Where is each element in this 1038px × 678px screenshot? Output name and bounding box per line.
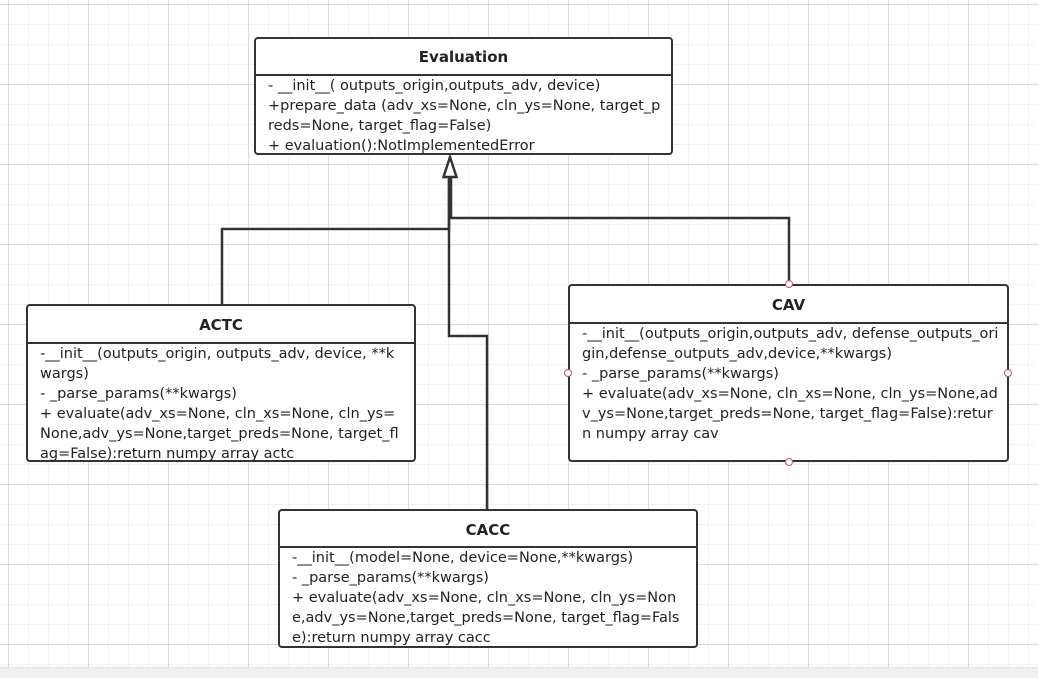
member-init: - __init__( outputs_origin,outputs_adv, … [268,78,601,94]
class-name-actc: ACTC [28,306,414,344]
canvas-bottom-bar [0,667,1038,678]
class-cacc[interactable]: CACC -__init__(model=None, device=None,*… [278,509,698,648]
member-evaluate: + evaluate(adv_xs=None, cln_xs=None, cln… [582,386,998,442]
class-members-cacc: -__init__(model=None, device=None,**kwar… [280,548,696,648]
class-members-cav: -__init__(outputs_origin,outputs_adv, de… [570,324,1007,444]
member-evaluate: + evaluate(adv_xs=None, cln_xs=None, cln… [292,590,680,646]
member-evaluation: + evaluation():NotImplementedError [268,138,535,154]
member-parse-params: - _parse_params(**kwargs) [292,570,489,586]
class-members-evaluation: - __init__( outputs_origin,outputs_adv, … [256,76,671,156]
member-parse-params: - _parse_params(**kwargs) [582,366,779,382]
cav-generalization-line[interactable] [449,177,791,285]
member-parse-params: - _parse_params(**kwargs) [40,386,237,402]
cav-connection-port-top[interactable] [785,280,793,288]
class-name-cav: CAV [570,286,1007,324]
class-cav[interactable]: CAV -__init__(outputs_origin,outputs_adv… [568,284,1009,462]
generalization-arrowhead [441,152,459,179]
member-init: -__init__(outputs_origin,outputs_adv, de… [582,326,999,362]
cacc-generalization-line[interactable] [447,177,489,510]
class-actc[interactable]: ACTC -__init__(outputs_origin, outputs_a… [26,304,416,462]
member-prepare-data: +prepare_data (adv_xs=None, cln_ys=None,… [268,98,661,134]
class-members-actc: -__init__(outputs_origin, outputs_adv, d… [28,344,414,464]
member-init: -__init__(model=None, device=None,**kwar… [292,550,634,566]
actc-generalization-line[interactable] [220,177,451,305]
cav-connection-port-left[interactable] [564,369,572,377]
member-evaluate: + evaluate(adv_xs=None, cln_xs=None, cln… [40,406,399,462]
cav-connection-port-bottom[interactable] [785,458,793,466]
class-evaluation[interactable]: Evaluation - __init__( outputs_origin,ou… [254,37,673,155]
class-name-evaluation: Evaluation [256,39,671,76]
class-name-cacc: CACC [280,511,696,548]
cav-connection-port-right[interactable] [1004,369,1012,377]
member-init: -__init__(outputs_origin, outputs_adv, d… [40,346,395,382]
